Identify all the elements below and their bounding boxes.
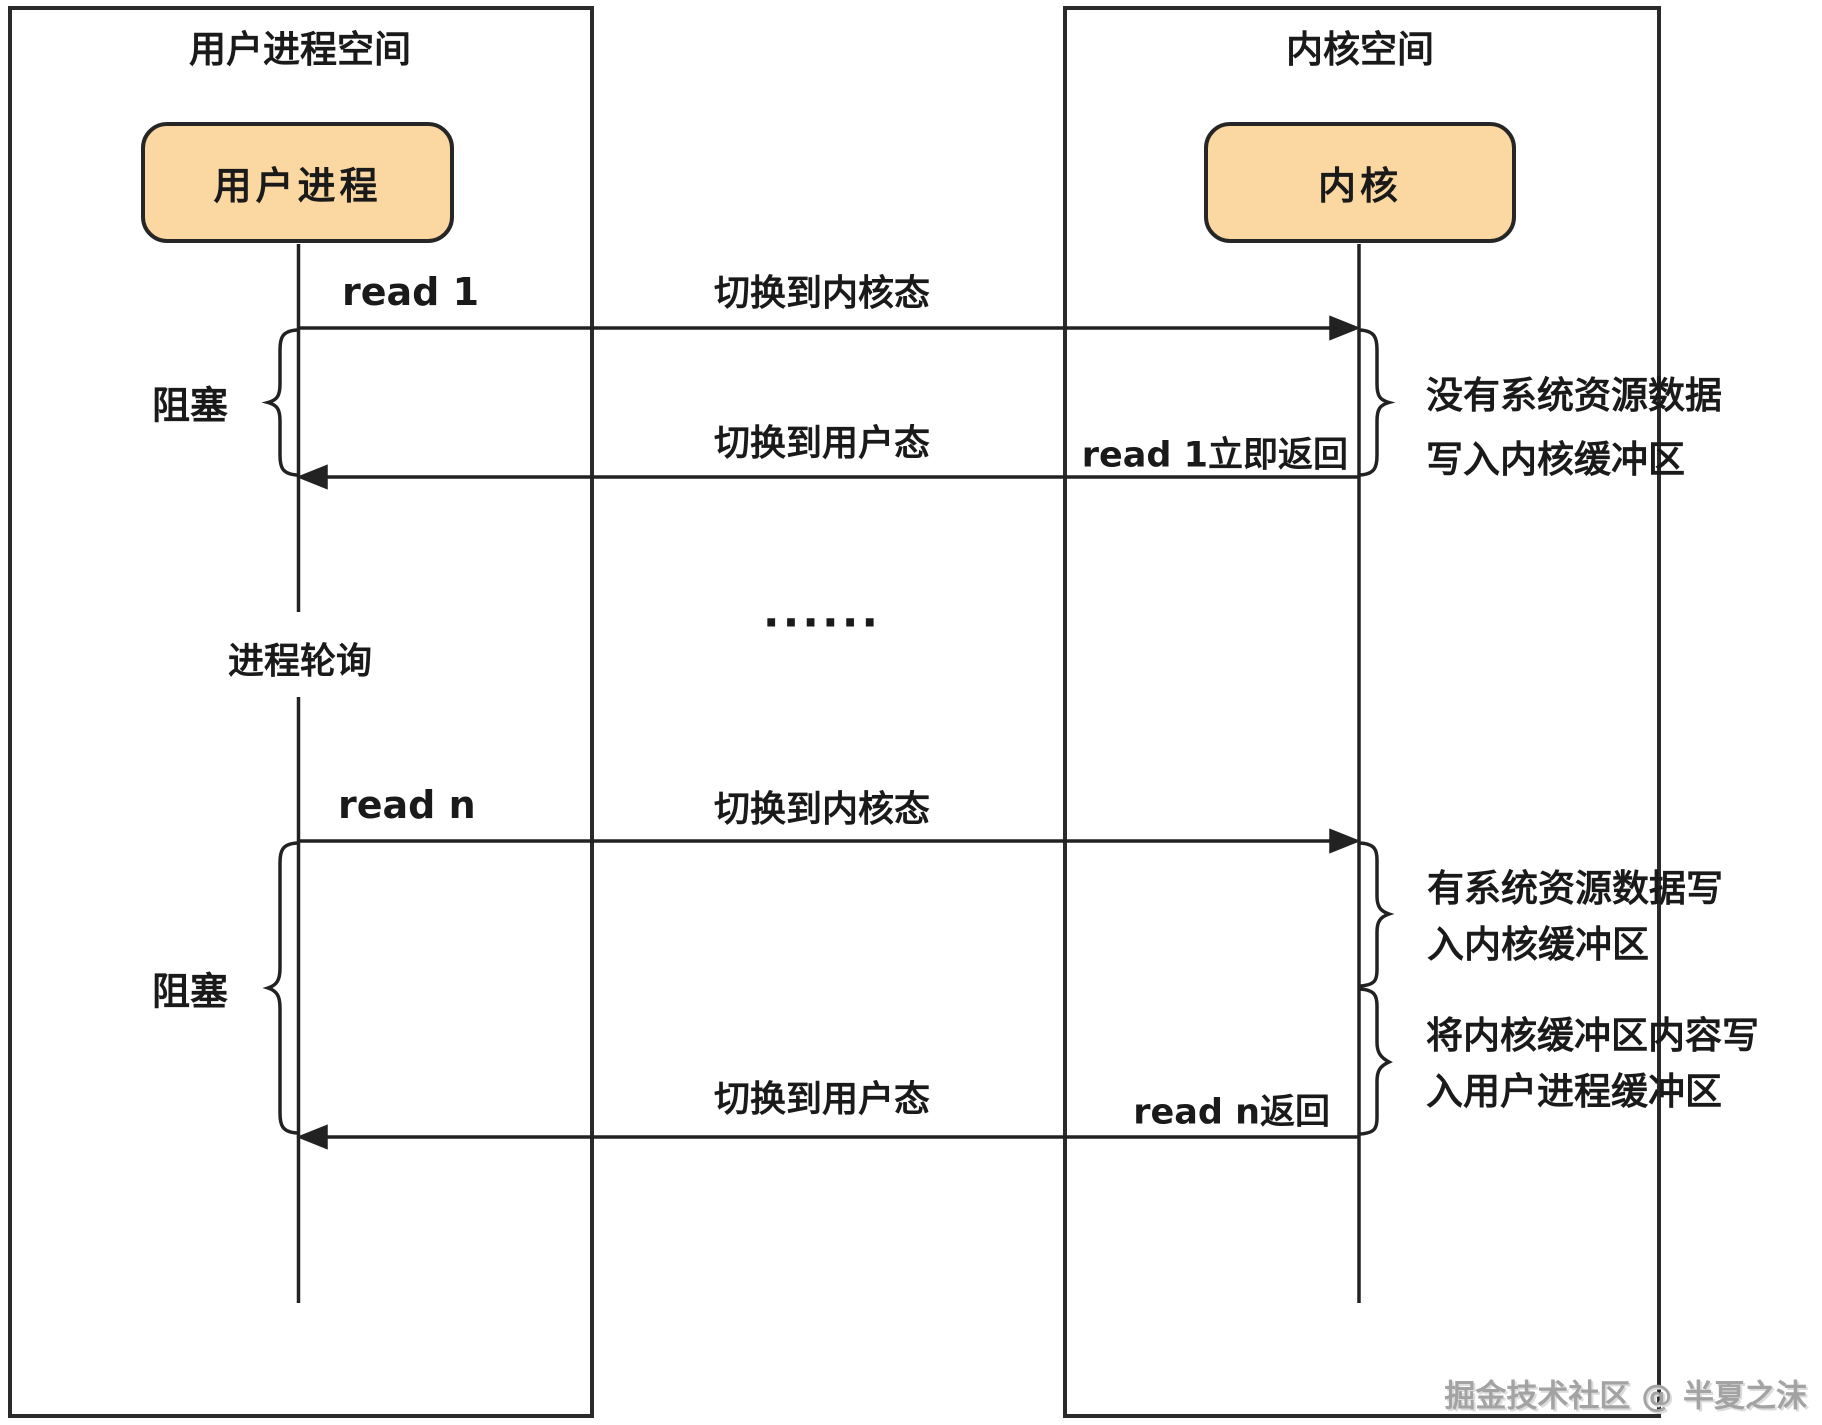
brace-has-data (1358, 841, 1395, 988)
arrowhead-read1-return (296, 464, 328, 490)
kernel-space-title: 内核空间 (1286, 28, 1434, 71)
annotation-copy-to-user-line2: 入用户进程缓冲区 (1426, 1070, 1722, 1113)
annotation-copy-to-user-line1: 将内核缓冲区内容写 (1426, 1014, 1759, 1057)
watermark: 掘金技术社区 @ 半夏之沫 (1444, 1378, 1807, 1415)
user-process-label: 用户进程 (213, 164, 382, 208)
user-space-panel (8, 6, 594, 1418)
read1-return-label: read 1立即返回 (1081, 435, 1348, 476)
kernel-label: 内核 (1317, 164, 1402, 208)
user-space-title: 用户进程空间 (189, 28, 411, 71)
annotation-no-data-line2: 写入内核缓冲区 (1426, 438, 1685, 481)
annotation-has-data: 有系统资源数据写 入内核缓冲区 (1427, 861, 1723, 973)
brace-no-data (1358, 328, 1396, 477)
kernel-box: 内核 (1204, 122, 1516, 243)
read1-call-label: read 1 (342, 270, 480, 314)
annotation-has-data-line1: 有系统资源数据写 (1427, 867, 1723, 910)
blocking-label-1: 阻塞 (151, 383, 229, 428)
brace-block1 (261, 328, 299, 477)
blocking-label-2: 阻塞 (151, 969, 229, 1014)
annotation-no-data: 没有系统资源数据 写入内核缓冲区 (1426, 364, 1722, 492)
user-process-box: 用户进程 (141, 122, 454, 243)
kernel-space-panel (1063, 6, 1661, 1418)
arrowhead-read1-call (1329, 315, 1361, 341)
switch-to-user-label-2: 切换到用户态 (713, 1079, 931, 1120)
annotation-copy-to-user: 将内核缓冲区内容写 入用户进程缓冲区 (1426, 1008, 1759, 1120)
switch-to-kernel-label-1: 切换到内核态 (713, 273, 931, 314)
readn-return-label: read n返回 (1133, 1092, 1330, 1133)
process-polling-label: 进程轮询 (227, 641, 373, 682)
readn-call-label: read n (338, 783, 476, 827)
arrowhead-readn-return (296, 1124, 328, 1150)
switch-to-user-label-1: 切换到用户态 (713, 423, 931, 464)
switch-to-kernel-label-2: 切换到内核态 (713, 789, 931, 830)
annotation-no-data-line1: 没有系统资源数据 (1426, 374, 1722, 417)
brace-copy-to-user (1358, 987, 1393, 1136)
annotation-has-data-line2: 入内核缓冲区 (1427, 923, 1649, 966)
arrowhead-readn-call (1329, 828, 1361, 854)
ellipsis-label: ...... (762, 586, 882, 638)
brace-block2 (262, 841, 299, 1135)
